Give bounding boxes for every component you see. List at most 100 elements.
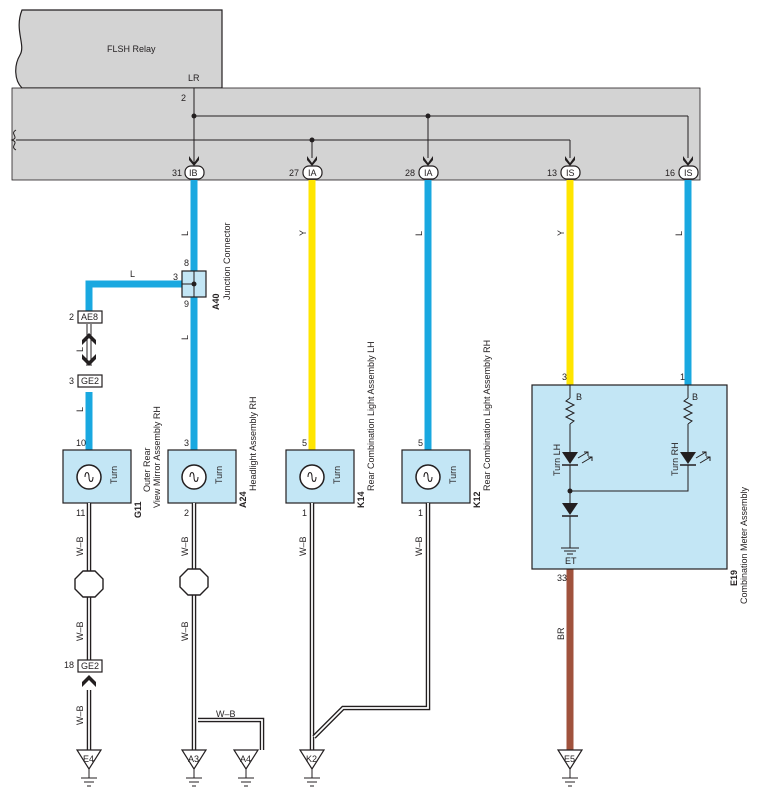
- svg-text:3: 3: [184, 438, 189, 448]
- svg-text:1: 1: [418, 508, 423, 518]
- relay-terminal-lr: LR: [188, 73, 200, 83]
- colored-wires: [85, 180, 692, 750]
- connector-28-ia: 28 IA: [405, 165, 439, 180]
- svg-text:Rear Combination Light Assembl: Rear Combination Light Assembly LH: [366, 341, 376, 491]
- svg-text:31: 31: [172, 168, 182, 178]
- svg-text:W–B: W–B: [180, 621, 190, 641]
- svg-text:9: 9: [184, 299, 189, 309]
- inline-connector-ge2: 3 GE2: [69, 374, 103, 388]
- svg-text:E4: E4: [83, 754, 94, 764]
- svg-text:16: 16: [665, 168, 675, 178]
- wire-break-mark: [10, 129, 17, 151]
- junction-connector-a40: 8 3 9 A40 Junction Connector: [173, 222, 232, 310]
- svg-text:K2: K2: [306, 754, 317, 764]
- lamp-g11: Turn 10 11 G11 Outer Rear View Mirror As…: [62, 406, 162, 518]
- svg-text:Turn LH: Turn LH: [552, 444, 562, 476]
- svg-text:3: 3: [562, 372, 567, 382]
- svg-text:K14: K14: [356, 491, 366, 508]
- lamp-a24: Turn 3 2 A24 Headlight Assembly RH: [167, 396, 258, 518]
- svg-text:GE2: GE2: [81, 376, 99, 386]
- svg-text:B: B: [576, 392, 582, 402]
- svg-text:1: 1: [680, 372, 685, 382]
- ground-k2: K2: [298, 749, 326, 787]
- relay-pin-2: 2: [181, 93, 186, 103]
- svg-text:K12: K12: [472, 491, 482, 508]
- svg-text:5: 5: [302, 438, 307, 448]
- svg-text:IS: IS: [684, 168, 693, 178]
- svg-text:G11: G11: [133, 501, 143, 518]
- svg-text:Headlight Assembly RH: Headlight Assembly RH: [248, 396, 258, 491]
- svg-text:IS: IS: [566, 168, 575, 178]
- svg-text:W–B: W–B: [75, 621, 85, 641]
- svg-text:L: L: [180, 335, 190, 340]
- svg-text:1: 1: [302, 508, 307, 518]
- svg-text:W–B: W–B: [414, 536, 424, 556]
- svg-text:Combination Meter Assembly: Combination Meter Assembly: [739, 486, 749, 604]
- svg-text:11: 11: [76, 508, 85, 518]
- connector-16-is: 16 IS: [665, 165, 699, 180]
- svg-text:Turn: Turn: [109, 466, 119, 484]
- connector-27-ia: 27 IA: [289, 165, 323, 180]
- svg-text:W–B: W–B: [75, 536, 85, 556]
- lamp-k14: Turn 5 1 K14 Rear Combination Light Asse…: [285, 341, 376, 518]
- svg-text:3: 3: [173, 272, 178, 282]
- svg-text:IA: IA: [308, 168, 317, 178]
- svg-text:B: B: [692, 392, 698, 402]
- svg-text:8: 8: [184, 258, 189, 268]
- svg-text:Turn: Turn: [448, 466, 458, 484]
- junction-block: [11, 87, 701, 181]
- wire-color-labels: L L L L L Y L Y L BR: [75, 230, 684, 640]
- svg-text:2: 2: [69, 312, 74, 322]
- ground-a3: A3: [180, 749, 208, 787]
- svg-text:E5: E5: [564, 754, 575, 764]
- svg-text:13: 13: [547, 168, 557, 178]
- svg-text:L: L: [414, 231, 424, 236]
- flsh-relay-box: [15, 9, 223, 89]
- inline-connector-ae8: 2 AE8: [69, 310, 103, 324]
- flsh-relay-label: FLSH Relay: [107, 44, 156, 54]
- svg-text:Y: Y: [298, 230, 308, 236]
- svg-text:A40: A40: [211, 293, 221, 310]
- junction-connector-name: Junction Connector: [222, 222, 232, 300]
- inline-connector-ge2-lower: 18 GE2: [64, 659, 103, 687]
- svg-text:Rear Combination Light Assembl: Rear Combination Light Assembly RH: [482, 340, 492, 491]
- svg-text:5: 5: [418, 438, 423, 448]
- svg-text:28: 28: [405, 168, 415, 178]
- svg-text:27: 27: [289, 168, 299, 178]
- connector-31-ib: 31 IB: [172, 165, 205, 180]
- svg-text:10: 10: [76, 438, 86, 448]
- combination-meter-e19: 3 1 B B ET 33 Turn LH Turn RH E19 Combi: [531, 372, 749, 604]
- svg-text:L: L: [130, 269, 135, 279]
- svg-text:IA: IA: [424, 168, 433, 178]
- svg-text:18: 18: [64, 660, 74, 670]
- svg-text:L: L: [75, 407, 85, 412]
- svg-text:Turn: Turn: [214, 466, 224, 484]
- svg-text:Turn RH: Turn RH: [670, 442, 680, 476]
- ground-wires: [86, 503, 431, 750]
- svg-text:ET: ET: [565, 556, 577, 566]
- ground-e4: E4: [75, 749, 103, 787]
- svg-text:L: L: [180, 231, 190, 236]
- connector-arrows: [189, 156, 693, 166]
- wb-labels: W–B W–B W–B W–B W–B W–B W–B W–B: [75, 536, 424, 725]
- svg-text:W–B: W–B: [298, 536, 308, 556]
- svg-text:A24: A24: [238, 491, 248, 508]
- ground-a4: A4: [232, 749, 260, 787]
- svg-text:L: L: [75, 347, 85, 352]
- svg-text:View Mirror Assembly RH: View Mirror Assembly RH: [152, 406, 162, 508]
- svg-text:IB: IB: [189, 168, 198, 178]
- svg-text:A4: A4: [240, 754, 251, 764]
- svg-text:BR: BR: [556, 627, 566, 640]
- svg-text:Y: Y: [556, 230, 566, 236]
- svg-text:W–B: W–B: [180, 536, 190, 556]
- svg-text:A3: A3: [188, 754, 199, 764]
- ground-e5: E5: [556, 749, 584, 787]
- svg-text:E19: E19: [729, 570, 739, 586]
- svg-text:3: 3: [69, 376, 74, 386]
- svg-text:GE2: GE2: [81, 661, 99, 671]
- connector-13-is: 13 IS: [547, 165, 581, 180]
- svg-text:33: 33: [557, 573, 567, 583]
- svg-text:W–B: W–B: [75, 705, 85, 725]
- svg-text:2: 2: [184, 508, 189, 518]
